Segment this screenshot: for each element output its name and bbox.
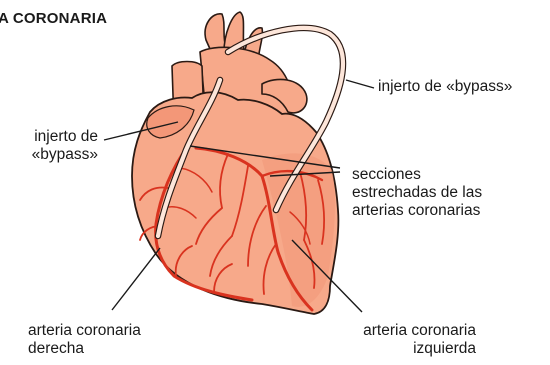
label-bypass-left-line2: «bypass» (2, 146, 98, 164)
leader-bypass-right (346, 80, 374, 88)
label-bypass-left-line1: injerto de (2, 128, 98, 146)
leader-right-coronary (112, 248, 160, 310)
label-narrowed-line3: arterias coronarias (352, 202, 482, 220)
label-left-coronary-artery: arteria coronaria izquierda (318, 322, 476, 358)
label-bypass-graft-right: injerto de «bypass» (378, 78, 512, 96)
label-bypass-graft-left: injerto de «bypass» (2, 128, 98, 164)
label-narrowed-line1: secciones (352, 166, 482, 184)
label-left-coronary-line1: arteria coronaria (318, 322, 476, 340)
label-bypass-right-text: injerto de «bypass» (378, 78, 512, 95)
label-narrowed-sections: secciones estrechadas de las arterias co… (352, 166, 482, 220)
label-right-coronary-line2: derecha (28, 340, 141, 358)
label-left-coronary-line2: izquierda (318, 340, 476, 358)
label-right-coronary-line1: arteria coronaria (28, 322, 141, 340)
label-narrowed-line2: estrechadas de las (352, 184, 482, 202)
label-right-coronary-artery: arteria coronaria derecha (28, 322, 141, 358)
